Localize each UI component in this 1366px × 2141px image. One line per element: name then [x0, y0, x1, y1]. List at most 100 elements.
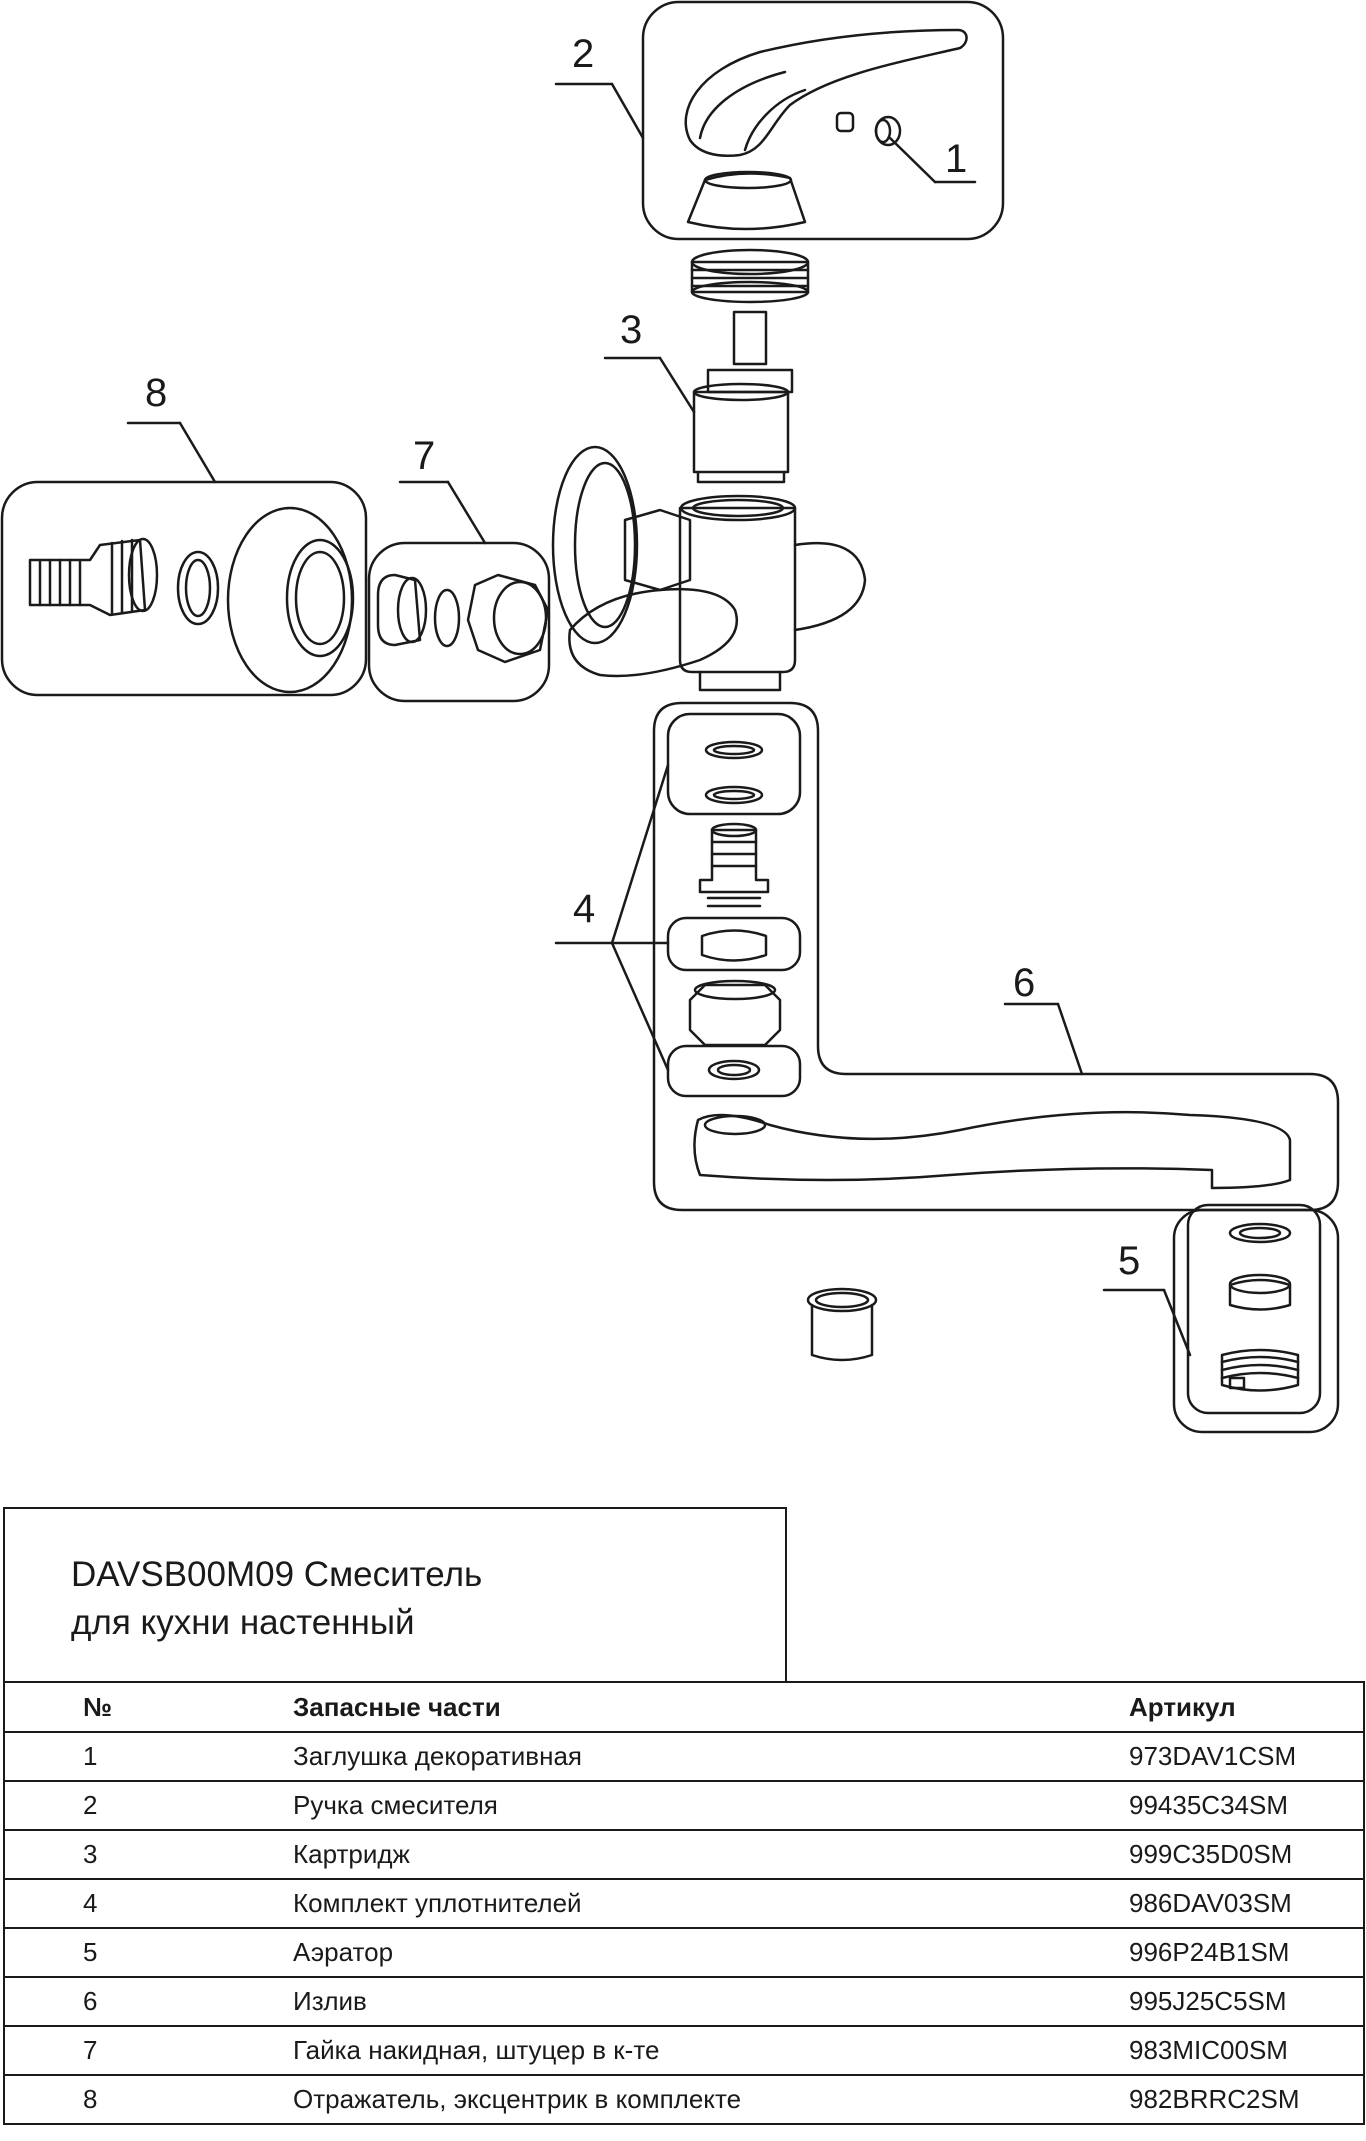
reflector-8-ring [285, 538, 355, 658]
row-number: 4 [4, 1878, 293, 1929]
aerator-housing-threads [1220, 1355, 1300, 1380]
reflector-8-hole [294, 550, 346, 646]
fitting-7-shape [376, 573, 422, 647]
aerator-housing-notch [1228, 1376, 1246, 1390]
o-ring-1-inner [712, 744, 756, 756]
group-frame-8 [0, 480, 368, 697]
row-part-name: Картридж [293, 1829, 1129, 1880]
table-row: 4 Комплект уплотнителей 986DAV03SM [4, 1878, 1364, 1929]
callout-label-7: 7 [413, 434, 435, 478]
row-number: 7 [4, 2025, 293, 2076]
diagram-svg: 1 2 3 7 8 [0, 0, 1340, 1434]
callout-label-5: 5 [1118, 1239, 1140, 1283]
handle-lever-detail [698, 70, 807, 152]
cartridge-body-shape [692, 390, 790, 474]
row-sku: 986DAV03SM [1129, 1878, 1364, 1929]
cartridge-foot [696, 470, 786, 484]
table-row: 3 Картридж 999C35D0SM [4, 1829, 1364, 1880]
callout-line-1a [888, 136, 937, 184]
row-part-name: Заглушка декоративная [293, 1731, 1129, 1782]
spare-parts-table: № Запасные части Артикул 1 Заглушка деко… [3, 1681, 1365, 2125]
exploded-parts-diagram: 1 2 3 7 8 [0, 0, 1340, 1434]
mixer-body-bore [691, 498, 785, 518]
callout-label-3: 3 [620, 308, 642, 352]
spout-fitting-rings [706, 840, 762, 908]
mixer-wing-right [793, 541, 867, 632]
spout-fitting-top [710, 822, 758, 838]
wall-disc-left [551, 445, 639, 645]
row-part-name: Ручка смесителя [293, 1780, 1129, 1831]
callout-label-8: 8 [145, 371, 167, 415]
spout-shape [693, 1110, 1292, 1190]
mixer-left-arm [568, 587, 738, 678]
row-sku: 983MIC00SM [1129, 2025, 1364, 2076]
group-frame-4-c [666, 1044, 802, 1098]
title-box: DAVSB00M09 Смеситель для кухни настенный [3, 1507, 787, 1681]
group-frame-5-outer [1172, 1208, 1340, 1434]
washer-8-shape [176, 550, 220, 626]
row-sku: 973DAV1CSM [1129, 1731, 1364, 1782]
table-row: 5 Аэратор 996P24B1SM [4, 1927, 1364, 1978]
table-row: 6 Излив 995J25C5SM [4, 1976, 1364, 2027]
row-number: 3 [4, 1829, 293, 1880]
aerator-insert-top [1228, 1273, 1292, 1295]
seal-7-shape [433, 588, 461, 648]
o-ring-1 [704, 740, 764, 760]
row-number: 1 [4, 1731, 293, 1782]
eccentric-shape [28, 538, 147, 617]
decorative-cap-face [874, 118, 892, 144]
loose-sleeve-top [806, 1287, 878, 1313]
callout-line-5b [1162, 1288, 1192, 1357]
product-title-line-1: DAVSB00M09 Смеситель [71, 1555, 483, 1594]
loose-sleeve-shape [810, 1303, 874, 1362]
aerator-washer-inner [1238, 1226, 1282, 1240]
group-frame-4-b [666, 916, 802, 972]
callout-line-7b [446, 480, 487, 545]
sleeve-ring-shape [700, 929, 768, 962]
table-header-row: № Запасные части Артикул [4, 1681, 1364, 1733]
row-sku: 99435C34SM [1129, 1780, 1364, 1831]
header-part-name: Запасные части [293, 1681, 1129, 1733]
spout-fitting-shape [698, 828, 770, 894]
aerator-washer [1228, 1222, 1292, 1244]
o-ring-3-inner [716, 1063, 752, 1077]
callout-label-2: 2 [572, 32, 594, 76]
row-part-name: Отражатель, эксцентрик в комплекте [293, 2074, 1129, 2125]
wall-disc-left-inner [573, 461, 637, 629]
callout-line-4d [610, 941, 670, 1072]
callout-label-4: 4 [573, 887, 595, 931]
header-sku: Артикул [1129, 1681, 1364, 1733]
row-sku: 982BRRC2SM [1129, 2074, 1364, 2125]
callout-label-6: 6 [1013, 961, 1035, 1005]
row-number: 6 [4, 1976, 293, 2027]
cartridge-nut-bottom [690, 280, 810, 304]
handle-base-top [703, 170, 793, 190]
handle-lever-shape [684, 28, 968, 157]
loose-sleeve-top-inner [814, 1291, 870, 1309]
callout-line-6b [1056, 1002, 1084, 1076]
group-frame-2 [641, 0, 1005, 241]
union-nut-7-shape [466, 573, 550, 664]
cartridge-body-top [692, 382, 790, 402]
eccentric-end [127, 537, 159, 613]
mixer-body-bottom [698, 670, 782, 692]
row-sku: 995J25C5SM [1129, 1976, 1364, 2027]
group-frame-5-inner [1186, 1203, 1322, 1415]
spout-inlet [703, 1114, 767, 1136]
mixer-hex-nut [623, 508, 692, 592]
callout-line-4b [610, 763, 670, 945]
row-number: 2 [4, 1780, 293, 1831]
handle-base-shape [686, 172, 807, 231]
reflector-8-shape [226, 506, 354, 694]
table-row: 2 Ручка смесителя 99435C34SM [4, 1780, 1364, 1831]
fitting-7-face [396, 576, 428, 644]
row-number: 5 [4, 1927, 293, 1978]
callout-label-1: 1 [945, 137, 967, 181]
union-nut-7-bore [492, 580, 548, 656]
callout-line-3b [658, 356, 696, 414]
row-part-name: Излив [293, 1976, 1129, 2027]
mixer-body-top [679, 494, 797, 522]
table-row: 1 Заглушка декоративная 973DAV1CSM [4, 1731, 1364, 1782]
row-part-name: Гайка накидная, штуцер в к-те [293, 2025, 1129, 2076]
cartridge-top [706, 368, 794, 394]
